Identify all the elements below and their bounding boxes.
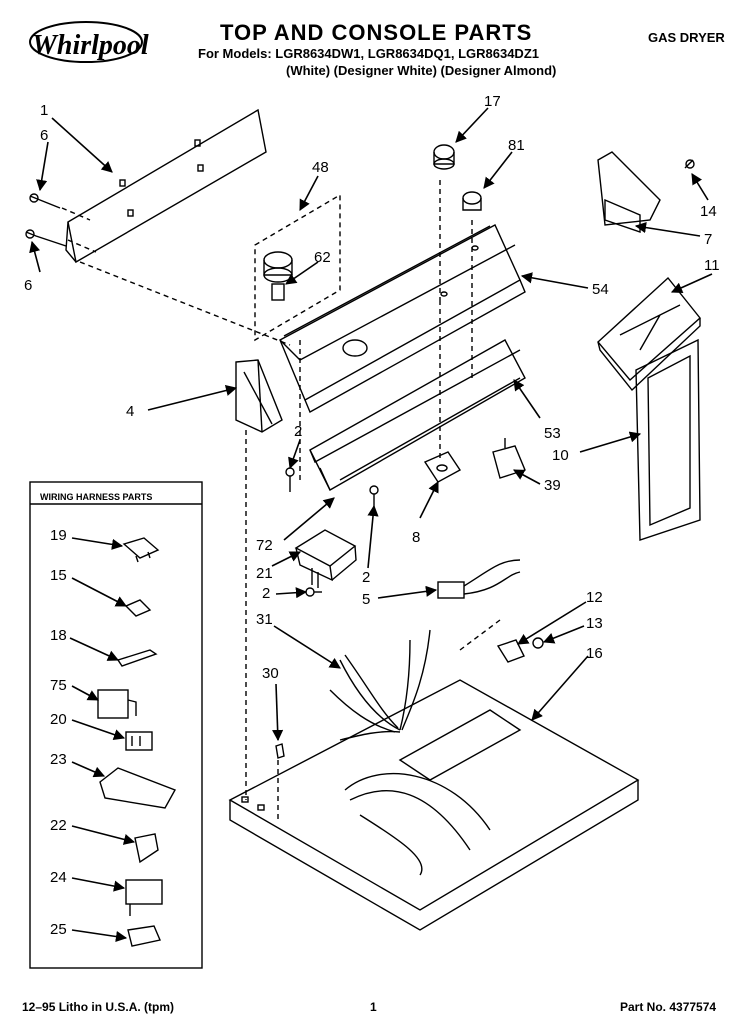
footer-print-info: 12–95 Litho in U.S.A. (tpm) <box>22 1000 175 1014</box>
callout-label: 81 <box>508 137 525 154</box>
part-harness-23 <box>99 767 177 809</box>
callout-label: 6 <box>24 277 32 294</box>
part-harness-15 <box>124 599 152 617</box>
part-switch-39 <box>492 438 526 479</box>
footer-part-number: Part No. 4377574 <box>620 1000 717 1014</box>
callout-label: 22 <box>50 817 67 834</box>
callout-label: 13 <box>586 615 603 632</box>
callout-label: 8 <box>412 529 420 546</box>
callout-label: 7 <box>704 231 712 248</box>
callout-label: 30 <box>262 665 279 682</box>
part-frame-10 <box>635 338 701 541</box>
part-knob-81 <box>462 191 482 211</box>
callout-label: 15 <box>50 567 67 584</box>
part-panel-11 <box>597 276 701 392</box>
whirlpool-logo: Whirlpool <box>29 21 149 63</box>
callout-label: 23 <box>50 751 67 768</box>
callout-label: 10 <box>552 447 569 464</box>
variants-line: (White) (Designer White) (Designer Almon… <box>286 63 557 78</box>
part-harness-20 <box>125 731 153 751</box>
callout-label: 14 <box>700 203 717 220</box>
part-harness-75 <box>97 689 137 719</box>
part-top-16 <box>228 679 640 931</box>
part-bracket <box>65 108 267 264</box>
callout-label: 72 <box>256 537 273 554</box>
callout-label: 62 <box>314 249 331 266</box>
callout-label: 6 <box>40 127 48 144</box>
callout-label: 24 <box>50 869 67 886</box>
callout-label: 19 <box>50 527 67 544</box>
callout-label: 25 <box>50 921 67 938</box>
callout-label: 53 <box>544 425 561 442</box>
callout-label: 18 <box>50 627 67 644</box>
harness-panel-title: WIRING HARNESS PARTS <box>40 492 153 502</box>
part-harness-5 <box>437 559 521 599</box>
callout-label: 17 <box>484 93 501 110</box>
part-clip-30 <box>275 743 285 759</box>
models-line: For Models: LGR8634DW1, LGR8634DQ1, LGR8… <box>198 46 539 61</box>
callout-label: 48 <box>312 159 329 176</box>
part-knob-17 <box>433 144 455 170</box>
part-harness-25 <box>127 925 161 947</box>
callout-label: 2 <box>362 569 370 586</box>
part-timer-21 <box>294 529 357 588</box>
product-type: GAS DRYER <box>648 30 725 45</box>
screw-part-6 <box>25 193 67 247</box>
part-control-48 <box>263 251 293 301</box>
callout-label: 16 <box>586 645 603 662</box>
svg-text:Whirlpool: Whirlpool <box>32 30 149 61</box>
part-harness-24 <box>125 879 163 916</box>
part-switch-8 <box>423 451 462 483</box>
callout-label: 2 <box>262 585 270 602</box>
part-harness-22 <box>134 833 159 864</box>
part-console-top <box>279 224 526 413</box>
part-side-bracket <box>597 151 695 233</box>
callout-label: 54 <box>592 281 609 298</box>
part-wire-harness-31 <box>329 629 491 876</box>
callout-label: 39 <box>544 477 561 494</box>
callout-label: 31 <box>256 611 273 628</box>
callout-label: 75 <box>50 677 67 694</box>
part-harness-18 <box>116 649 158 667</box>
callout-label: 21 <box>256 565 273 582</box>
callout-label: 12 <box>586 589 603 606</box>
callout-label: 1 <box>40 102 48 119</box>
callout-label: 5 <box>362 591 370 608</box>
wiring-harness-panel <box>29 481 203 969</box>
footer-page-number: 1 <box>370 1000 377 1014</box>
part-channel <box>309 339 526 491</box>
page-title: TOP AND CONSOLE PARTS <box>220 20 533 45</box>
callout-label: 4 <box>126 403 134 420</box>
callout-label: 20 <box>50 711 67 728</box>
part-harness-19 <box>122 537 160 563</box>
part-end-cap <box>235 359 283 433</box>
callout-label: 2 <box>294 423 302 440</box>
callout-label: 11 <box>704 257 720 274</box>
